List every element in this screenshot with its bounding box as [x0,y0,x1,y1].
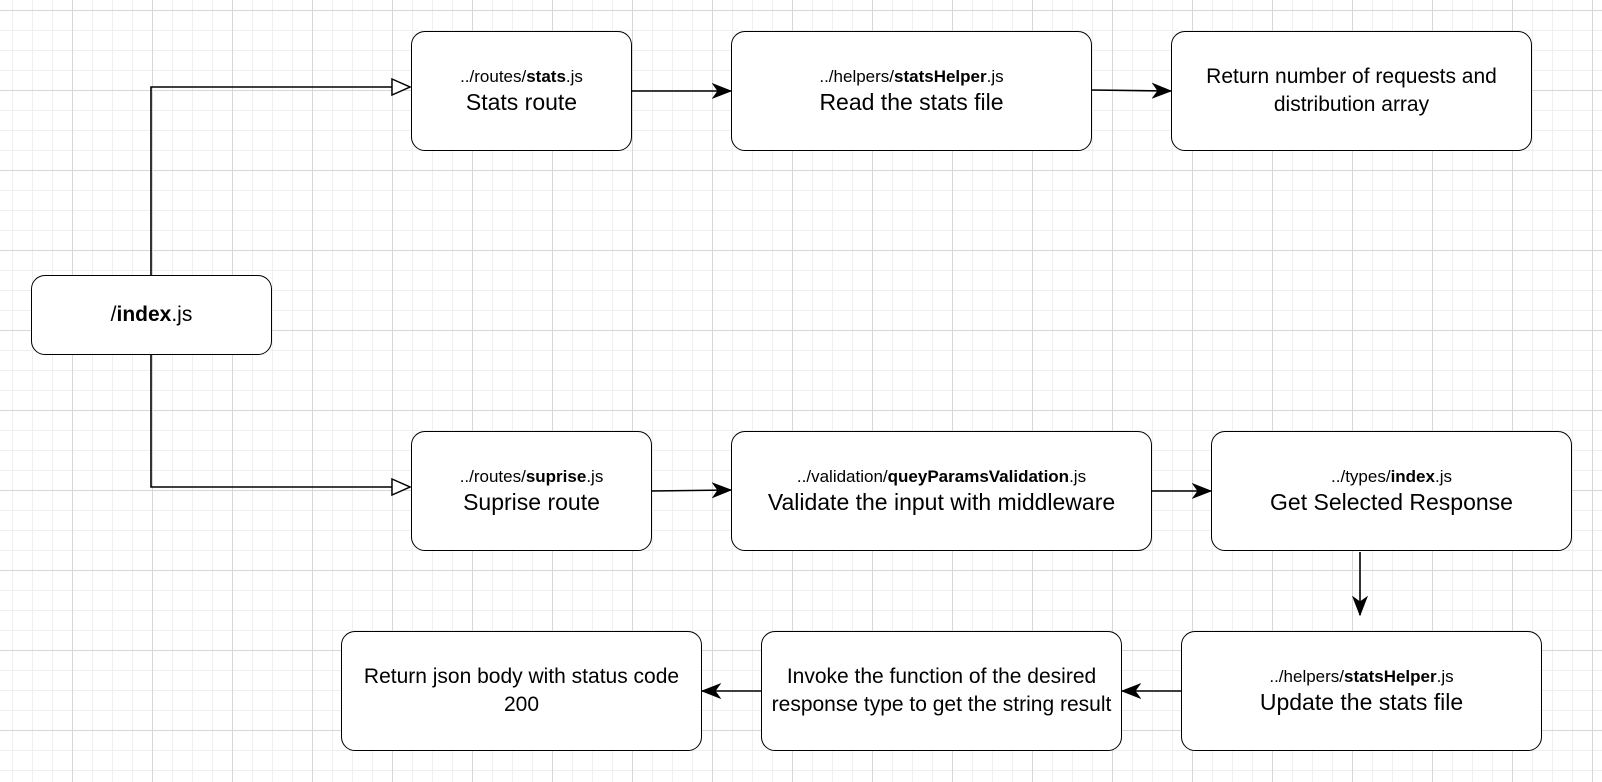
node-index-js[interactable]: /index.js [31,275,272,355]
node-validation-path: ../validation/queyParamsValidation.js [796,467,1087,486]
node-types-path: ../types/index.js [1331,467,1452,486]
node-return-json[interactable]: Return json body with status code 200 [341,631,702,751]
edge-suprise-route-to-validation [650,490,731,491]
node-stats-helper-read-path: ../helpers/statsHelper.js [819,67,1004,86]
node-validation-label: Validate the input with middleware [767,489,1116,515]
node-stats-helper-read[interactable]: ../helpers/statsHelper.js Read the stats… [731,31,1092,151]
node-stats-route-path: ../routes/stats.js [460,67,583,86]
node-stats-helper-update[interactable]: ../helpers/statsHelper.js Update the sta… [1181,631,1542,751]
node-stats-return-text: Return number of requests and distributi… [1206,65,1497,116]
node-stats-return[interactable]: Return number of requests and distributi… [1171,31,1532,151]
node-invoke-text: Invoke the function of the desired respo… [771,665,1112,716]
node-stats-helper-update-label: Update the stats file [1259,689,1464,715]
edge-stats-helper-to-return [1091,90,1171,91]
node-suprise-route-label: Suprise route [463,489,600,515]
node-stats-route-label: Stats route [465,89,578,115]
node-suprise-route-path: ../routes/suprise.js [459,467,604,486]
node-return-json-text: Return json body with status code 200 [363,665,680,716]
node-stats-helper-update-path: ../helpers/statsHelper.js [1269,667,1454,686]
node-index-js-path: /index.js [110,303,193,326]
edge-index-to-suprise-route [150,355,410,487]
node-types[interactable]: ../types/index.js Get Selected Response [1211,431,1572,551]
node-suprise-route[interactable]: ../routes/suprise.js Suprise route [411,431,652,551]
node-stats-route[interactable]: ../routes/stats.js Stats route [411,31,632,151]
node-types-label: Get Selected Response [1270,489,1513,515]
edge-index-to-stats-route [150,87,410,275]
node-invoke[interactable]: Invoke the function of the desired respo… [761,631,1122,751]
node-validation[interactable]: ../validation/queyParamsValidation.js Va… [731,431,1152,551]
node-stats-helper-read-label: Read the stats file [819,89,1004,115]
